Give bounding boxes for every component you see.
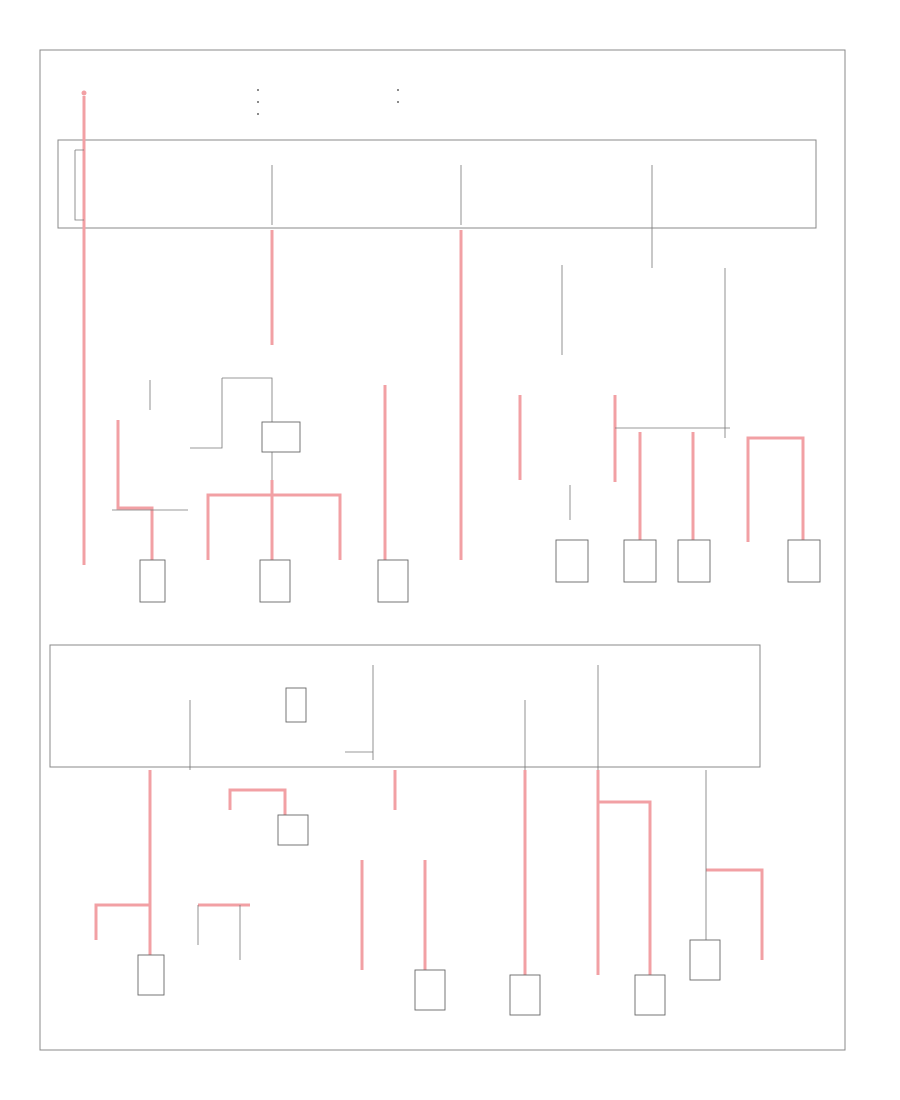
upper-fuse-block	[57, 139, 817, 229]
wire-lower-8	[706, 868, 764, 960]
relay-1	[261, 421, 301, 453]
bottom-component-row	[137, 814, 721, 1016]
lower-fuse-block	[49, 644, 761, 768]
wire-lower-7-branch	[598, 800, 652, 975]
legend	[257, 89, 399, 115]
wire-branch-1	[206, 493, 342, 560]
relay-2	[285, 687, 307, 723]
top-component-row	[139, 539, 821, 603]
wire-branch-right-1	[638, 432, 695, 542]
wire-lower-2	[228, 788, 287, 815]
wire-col1-branch	[116, 420, 154, 565]
battery-terminal	[81, 90, 87, 96]
diagram-border	[39, 49, 846, 1051]
wire-branch-right-2	[746, 436, 805, 542]
wire-lower-1-branch	[94, 903, 150, 940]
